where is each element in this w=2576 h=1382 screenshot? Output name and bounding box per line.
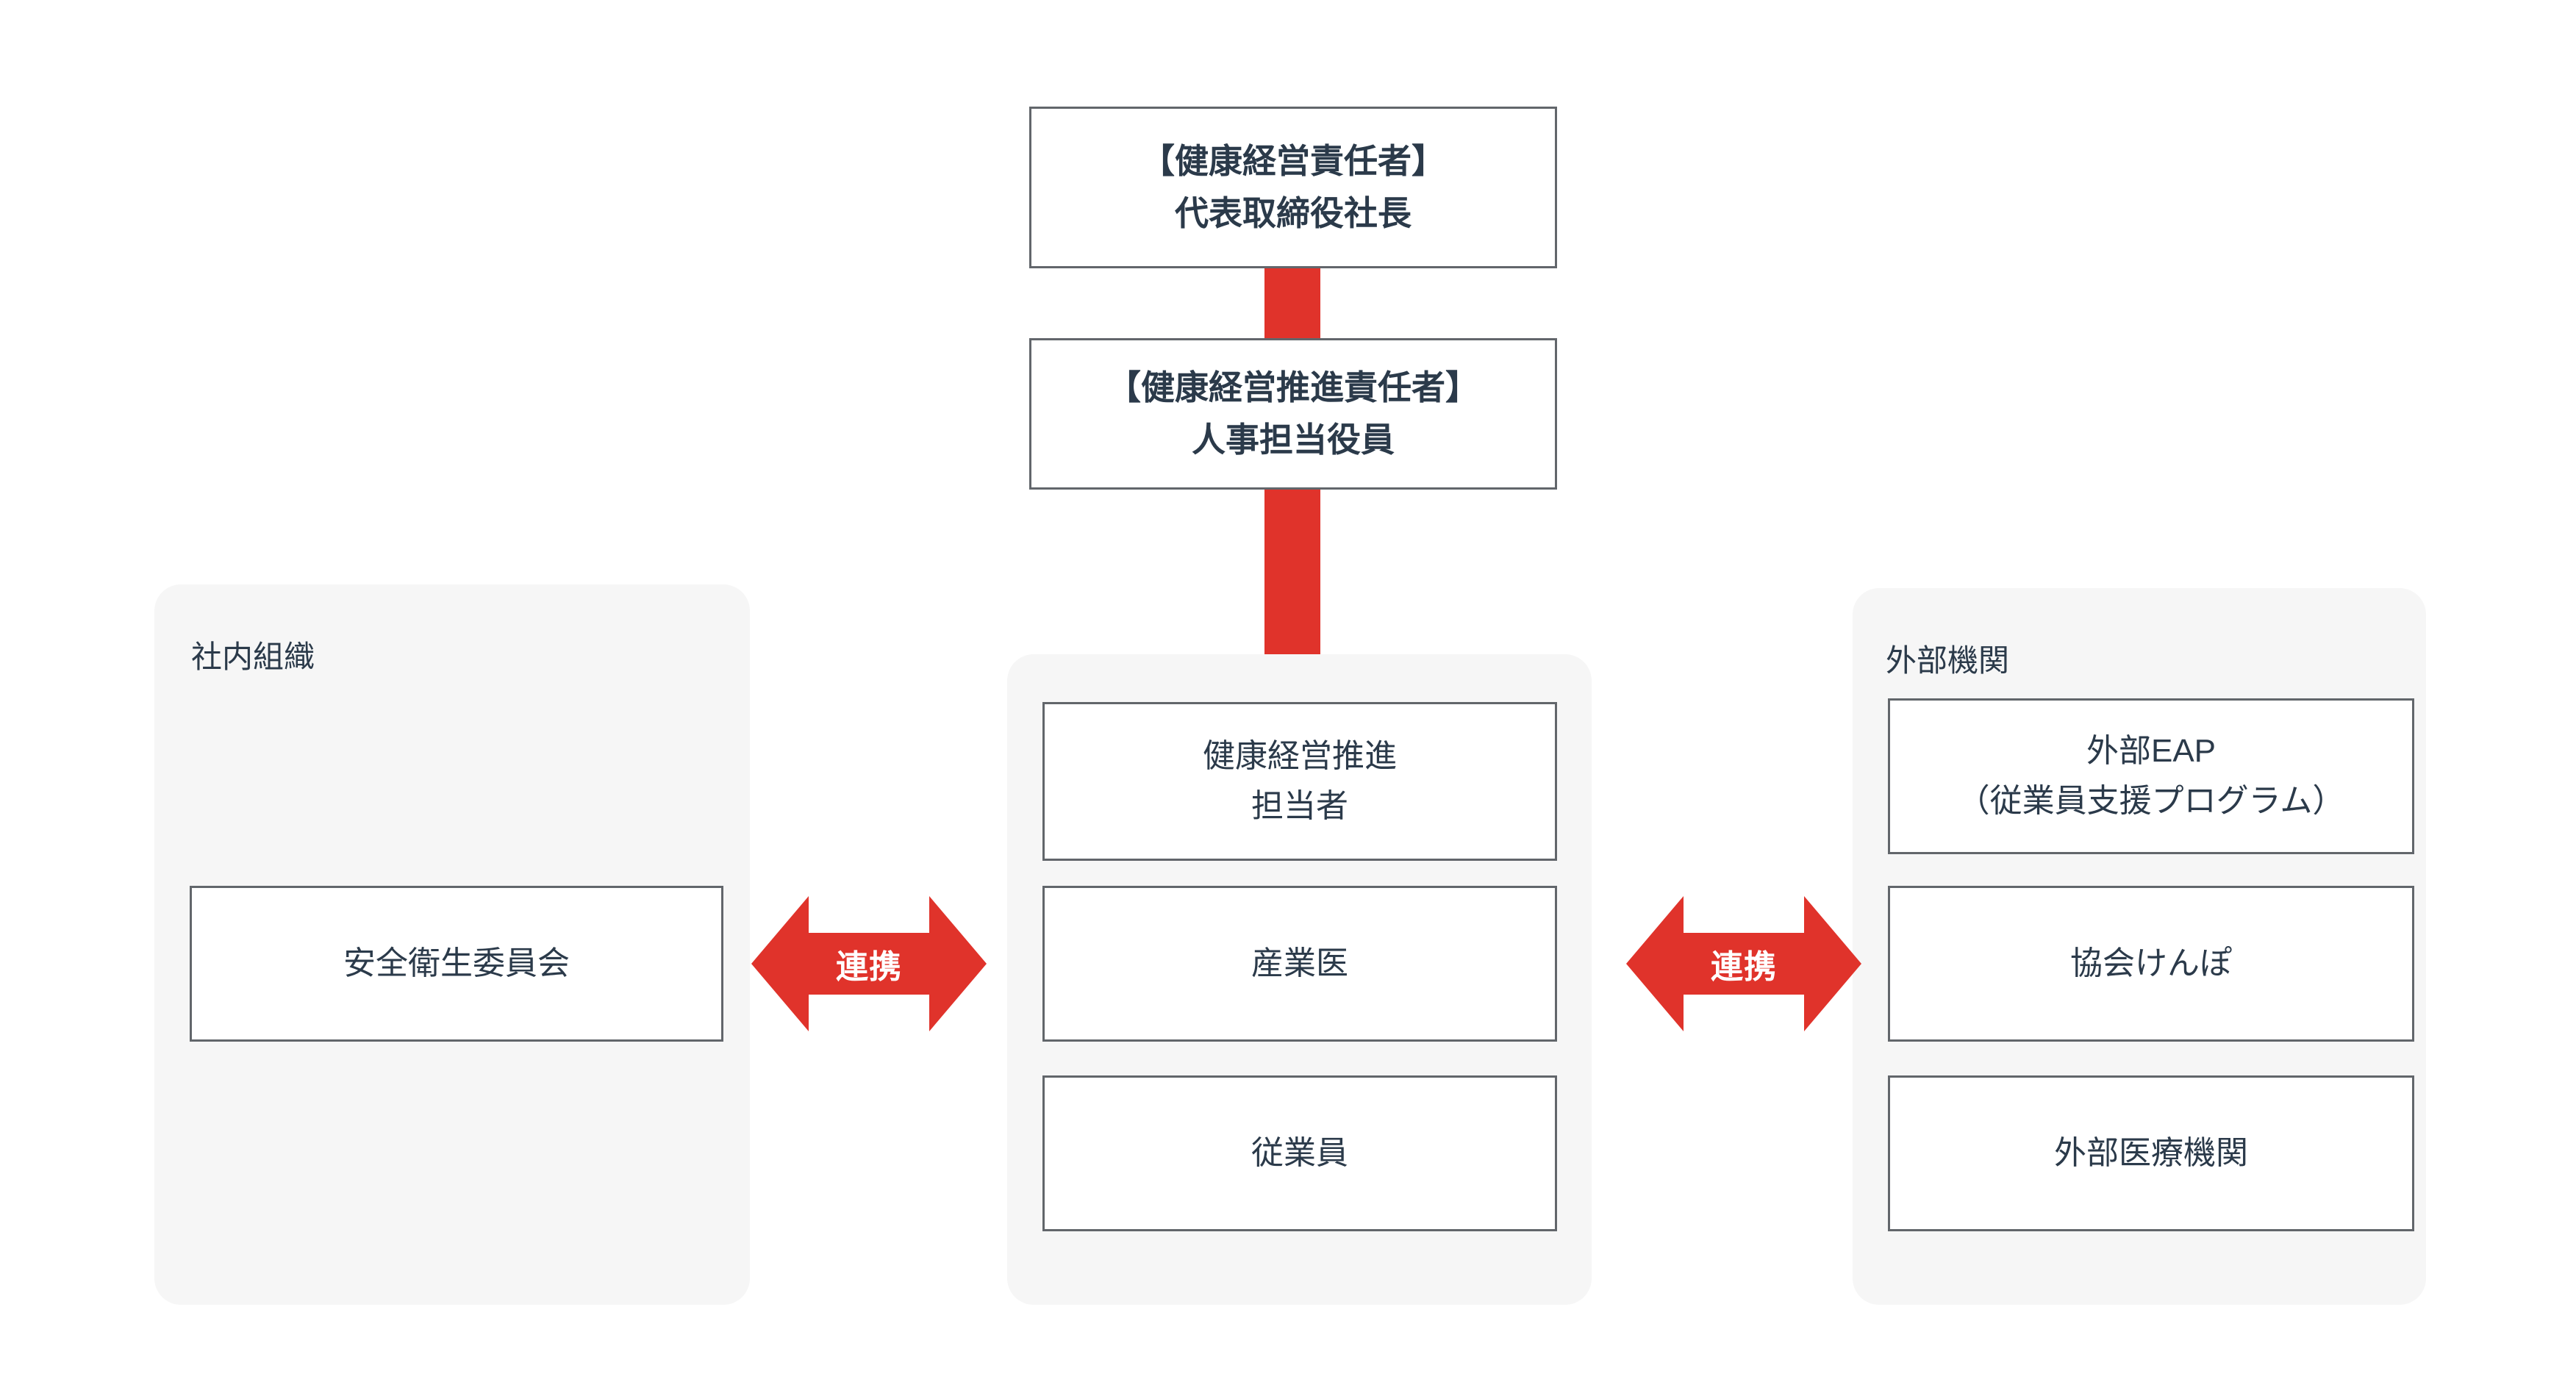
connector-ceo-to-exec	[1264, 266, 1320, 341]
box-health-management-officer: 【健康経営責任者】 代表取締役社長	[1029, 107, 1557, 268]
box-kenpo-label: 協会けんぽ	[2070, 945, 2232, 981]
box-ceo-title-label: 代表取締役社長	[1175, 194, 1412, 232]
box-employees: 従業員	[1042, 1075, 1557, 1231]
box-safety-and-health-committee: 安全衛生委員会	[190, 886, 723, 1042]
box-safety-committee-label: 安全衛生委員会	[343, 945, 570, 981]
box-external-eap: 外部EAP （従業員支援プログラム）	[1888, 698, 2414, 854]
box-occupational-physician: 産業医	[1042, 886, 1557, 1042]
box-eap-label-line2: （従業員支援プログラム）	[1957, 783, 2345, 819]
box-eap-label-line1: 外部EAP	[2086, 732, 2217, 769]
box-employee-label: 従業員	[1251, 1134, 1348, 1171]
double-headed-arrow-icon	[751, 896, 987, 1031]
double-headed-arrow-icon	[1626, 896, 1861, 1031]
connector-exec-to-center-panel	[1264, 487, 1320, 663]
box-clinic-label: 外部医療機関	[2054, 1134, 2248, 1171]
box-ceo-role-label: 【健康経営責任者】	[1141, 141, 1445, 180]
panel-title-external-institutions: 外部機関	[1886, 643, 2010, 678]
box-kyokai-kenpo: 協会けんぽ	[1888, 886, 2414, 1042]
bidirectional-arrow-internal-to-center: 連携	[751, 878, 987, 1049]
box-promo-staff-label-line1: 健康経営推進	[1203, 737, 1397, 774]
panel-title-internal-organization: 社内組織	[191, 640, 315, 674]
box-health-promotion-officer: 【健康経営推進責任者】 人事担当役員	[1029, 338, 1557, 490]
bidirectional-arrow-center-to-external: 連携	[1626, 878, 1861, 1049]
box-health-promotion-staff: 健康経営推進 担当者	[1042, 702, 1557, 861]
box-external-medical-institution: 外部医療機関	[1888, 1075, 2414, 1231]
box-promo-staff-label-line2: 担当者	[1251, 788, 1348, 824]
box-doctor-label: 産業医	[1251, 945, 1348, 981]
box-exec-title-label: 人事担当役員	[1192, 420, 1395, 459]
box-exec-role-label: 【健康経営推進責任者】	[1107, 368, 1479, 407]
